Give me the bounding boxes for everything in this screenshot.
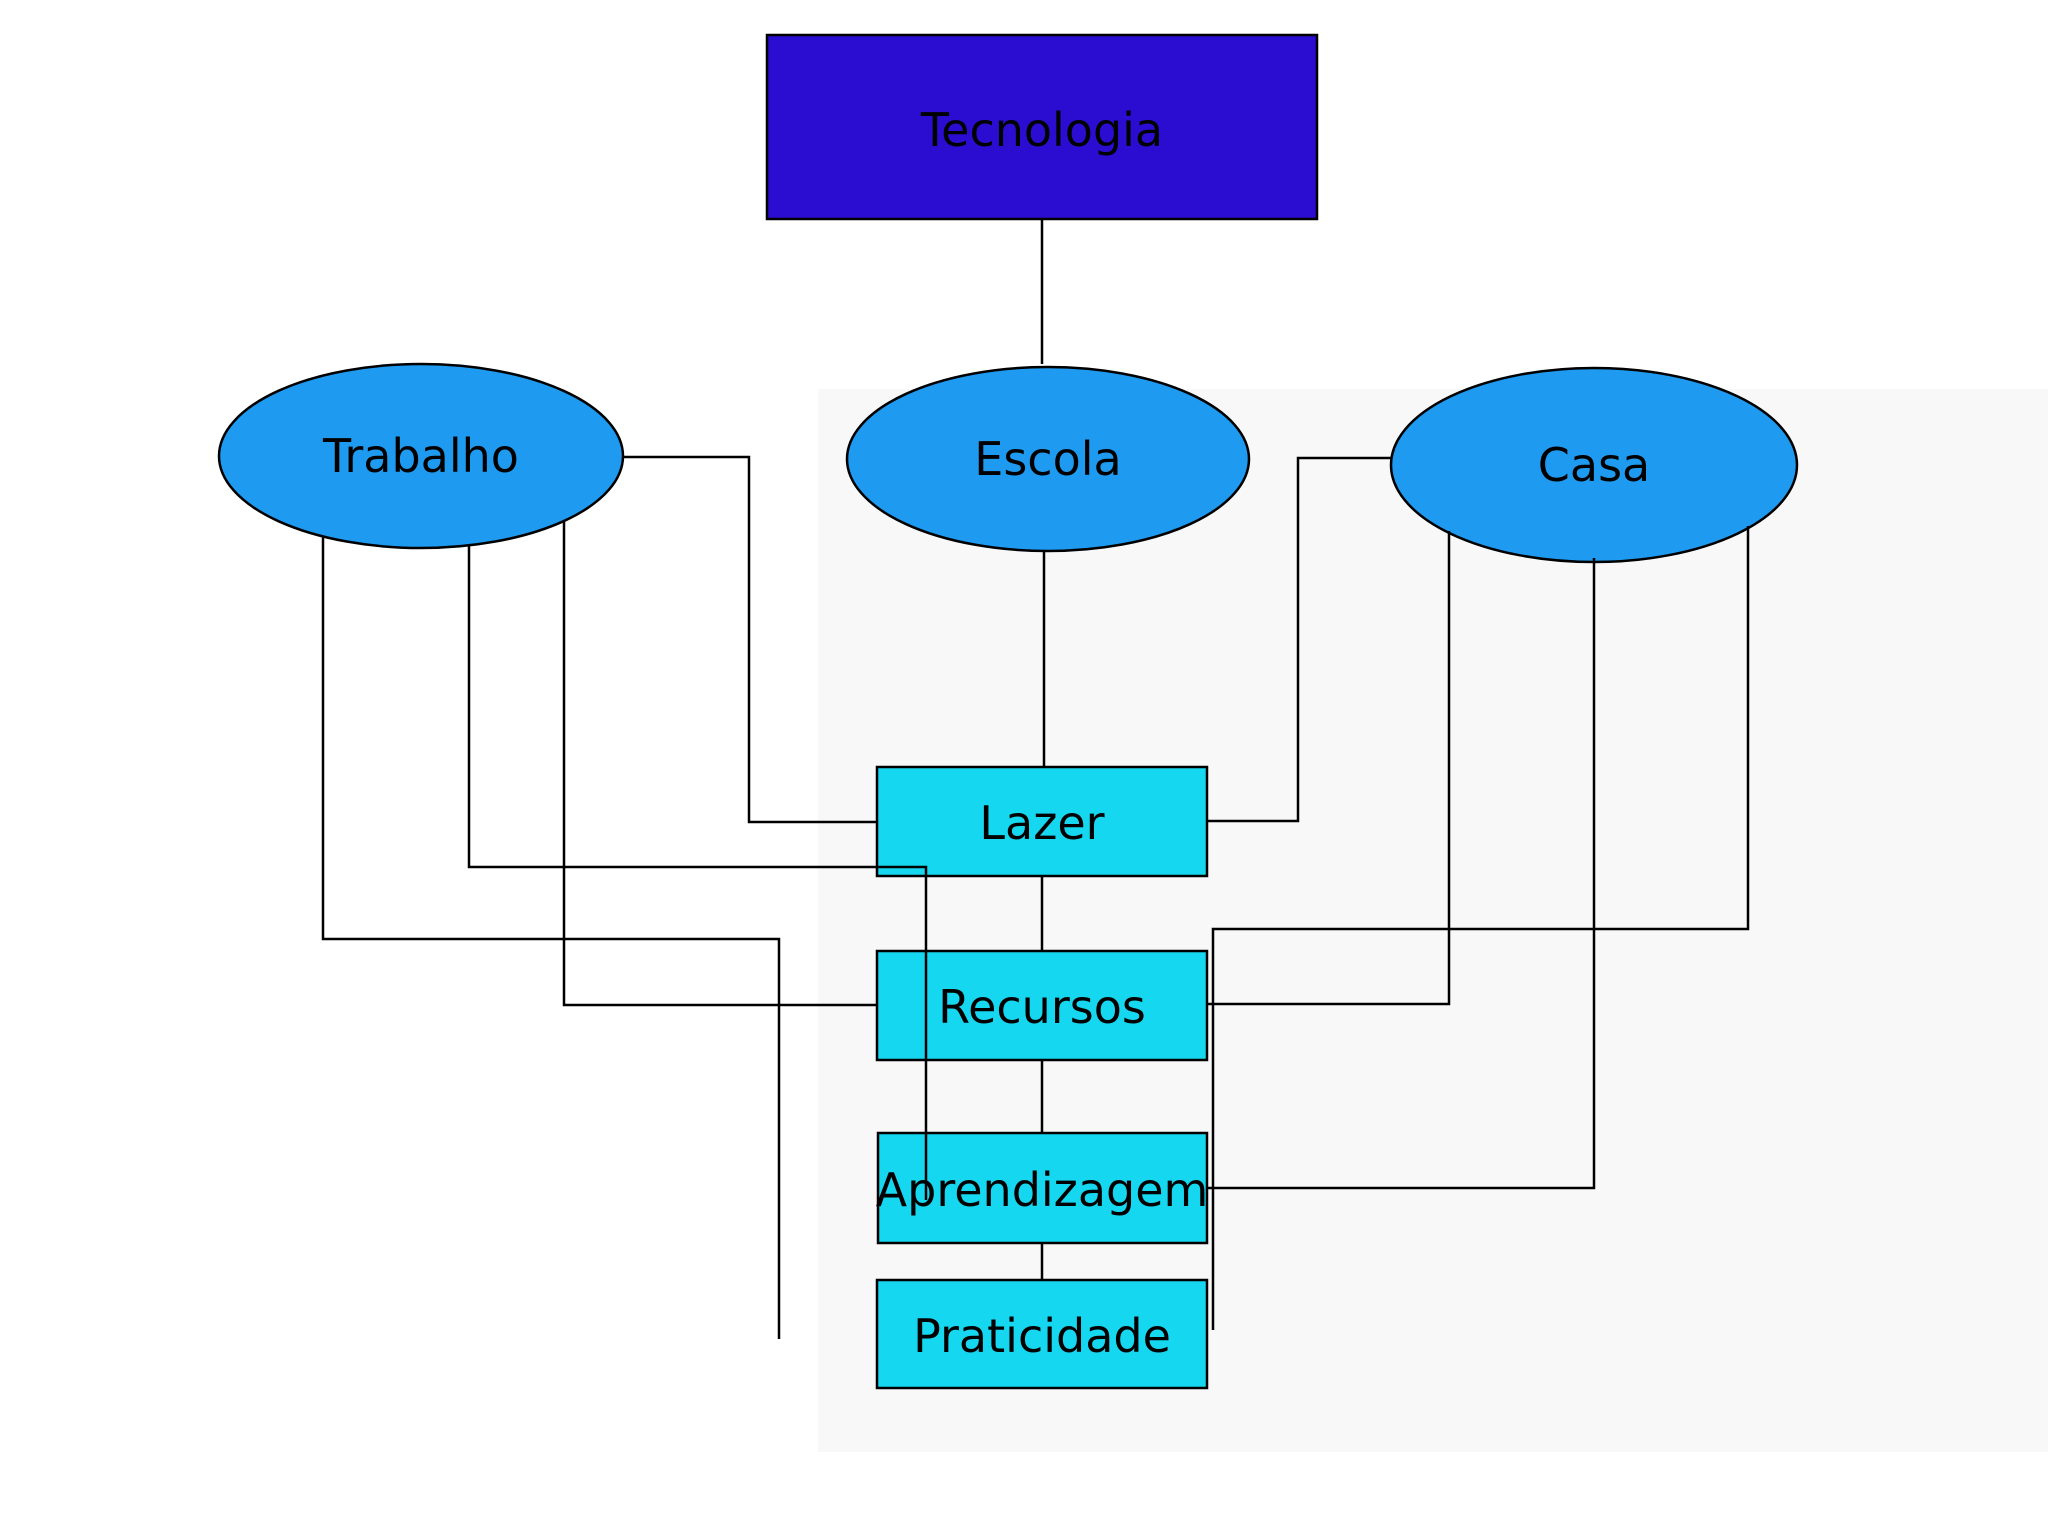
edge-trabalho-praticidade bbox=[321, 537, 781, 1339]
edge-trabalho-aprendizagem bbox=[467, 545, 928, 1200]
edge-trabalho-lazer bbox=[623, 455, 877, 824]
label-tecnologia: Tecnologia bbox=[920, 103, 1163, 157]
label-recursos: Recursos bbox=[938, 980, 1146, 1034]
label-trabalho: Trabalho bbox=[322, 429, 519, 483]
labels: Tecnologia Trabalho Escola Casa Lazer Re… bbox=[322, 103, 1650, 1363]
connectors bbox=[321, 219, 1750, 1339]
label-lazer: Lazer bbox=[979, 796, 1104, 850]
label-escola: Escola bbox=[974, 432, 1121, 486]
label-casa: Casa bbox=[1538, 438, 1650, 492]
edge-casa-recursos bbox=[1207, 531, 1451, 1006]
node-escola bbox=[845, 365, 1251, 553]
node-recursos bbox=[875, 949, 1209, 1062]
edge-trabalho-recursos bbox=[562, 521, 877, 1007]
background-tint bbox=[818, 389, 2048, 1452]
edge-casa-lazer bbox=[1207, 456, 1392, 823]
node-aprendizagem bbox=[876, 1131, 1209, 1245]
label-praticidade: Praticidade bbox=[913, 1309, 1171, 1363]
label-aprendizagem: Aprendizagem bbox=[876, 1163, 1209, 1217]
edge-casa-praticidade bbox=[1211, 526, 1750, 1330]
node-praticidade bbox=[875, 1278, 1209, 1390]
edge-casa-aprendizagem bbox=[1207, 558, 1596, 1190]
